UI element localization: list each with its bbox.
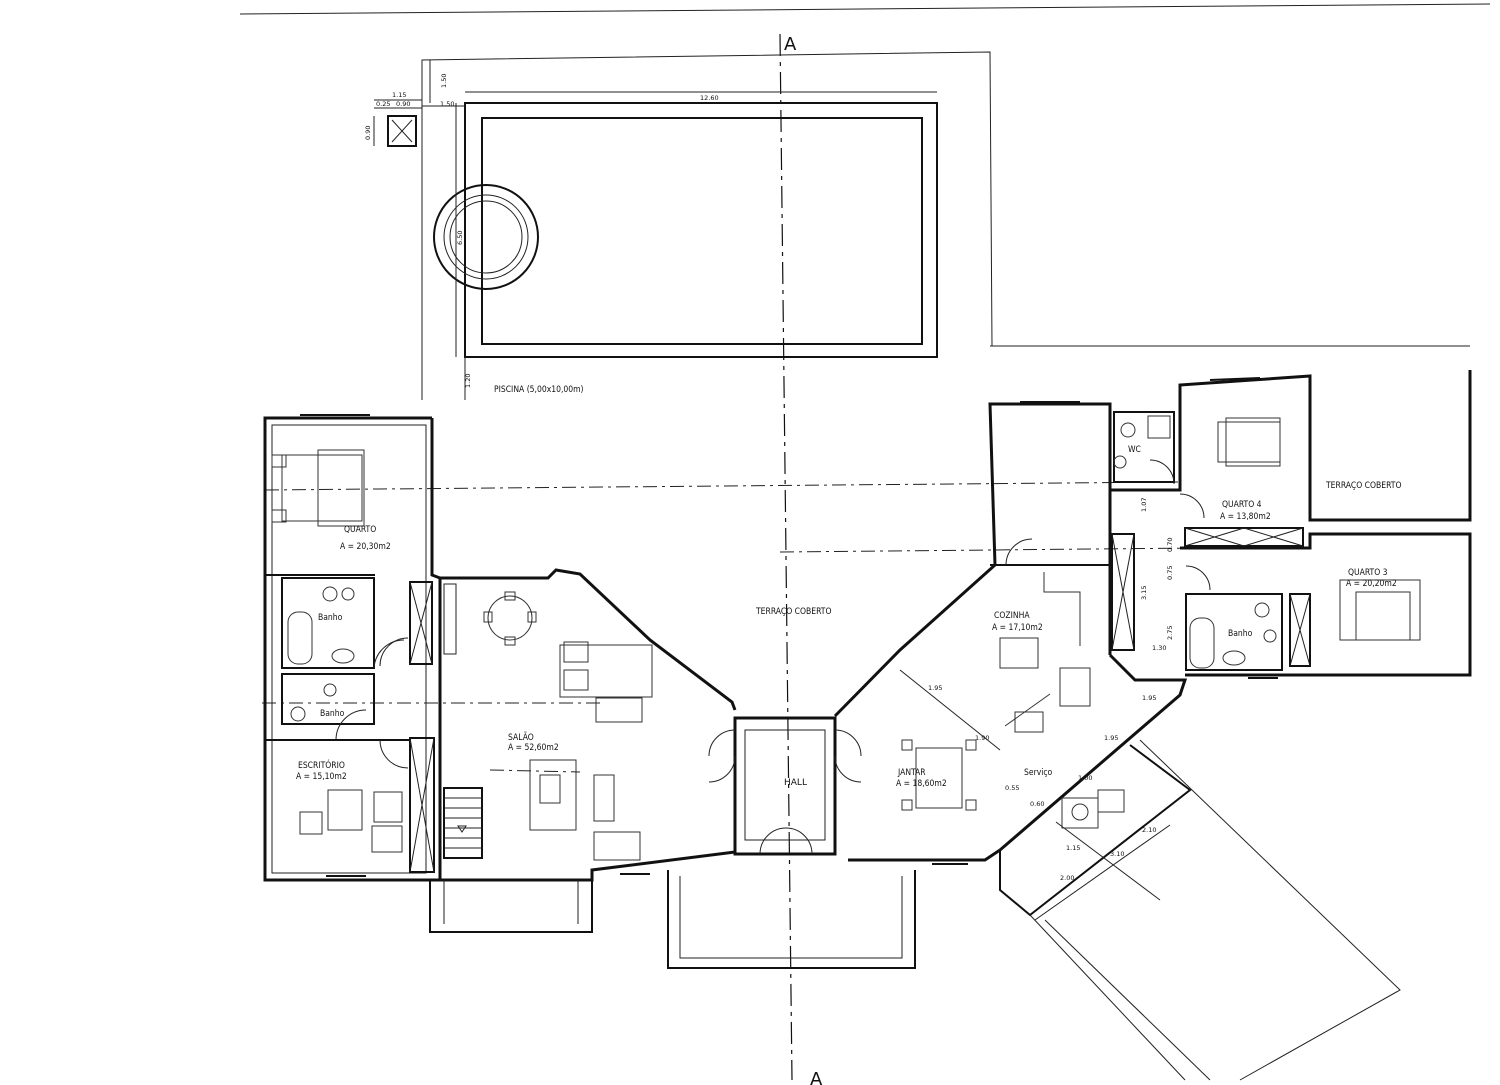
dim-corridor-c: 1.30 xyxy=(1152,644,1166,652)
grid-line xyxy=(779,547,1201,553)
east-bedrooms: WC QUARTO 4 A = 13,80m2 TERRAÇO COBERTO … xyxy=(1108,370,1472,677)
label-jantar: JANTAR xyxy=(897,768,926,778)
label-hall: HALL xyxy=(784,778,807,788)
dim-corridor-f: 1.07 xyxy=(1140,498,1148,512)
label-salao-area: A = 52,60m2 xyxy=(508,743,559,753)
section-axis: A A xyxy=(779,33,823,1085)
section-marker-bottom: A xyxy=(810,1069,823,1085)
label-quarto3-area: A = 20,20m2 xyxy=(1346,579,1397,589)
dim-shower-c: 0.90 xyxy=(364,126,372,140)
label-quarto4-area: A = 13,80m2 xyxy=(1220,512,1271,522)
dim-service-e: 3.10 xyxy=(1110,850,1124,858)
label-jantar-area: A = 18,60m2 xyxy=(896,779,947,789)
label-banho-2: Banho xyxy=(320,709,345,719)
label-escritorio: ESCRITÓRIO xyxy=(298,759,345,771)
dim-corridor-b: 2.75 xyxy=(1166,626,1174,640)
dim-service-d: 2.10 xyxy=(1142,826,1156,834)
dim-service-h: 0.55 xyxy=(1005,784,1019,792)
dim-service-b: 1.95 xyxy=(1104,734,1118,742)
dim-shower-b: 0.90 xyxy=(396,100,410,108)
pool: 12.60 1.50 6.50 1.50 1.20 PISCINA (5,00x… xyxy=(421,51,1470,400)
dim-pool-width: 6.50 xyxy=(456,231,464,245)
dim-shower-total: 1.15 xyxy=(392,91,406,99)
label-cozinha: COZINHA xyxy=(994,611,1030,621)
label-servico: Serviço xyxy=(1024,768,1053,778)
left-wing: QUARTO A = 20,30m2 Banho Banho ESCRITÓRI… xyxy=(263,416,442,882)
label-wc: WC xyxy=(1128,445,1141,455)
label-terraco-central: TERRAÇO COBERTO xyxy=(755,607,831,617)
dim-service-i: 0.60 xyxy=(1030,800,1044,808)
dim-service-f: 2.00 xyxy=(1060,874,1074,882)
dim-corridor-a: 3.15 xyxy=(1140,586,1148,600)
dim-pool-length: 12.60 xyxy=(700,94,719,102)
label-banho-1: Banho xyxy=(318,613,343,623)
dim-service-a: 1.95 xyxy=(1142,694,1156,702)
window-marks xyxy=(300,377,1278,875)
label-quarto: QUARTO xyxy=(344,525,376,535)
grid-line xyxy=(264,481,1181,491)
label-terraco-direita: TERRAÇO COBERTO xyxy=(1325,481,1401,491)
dim-service-g: 1.15 xyxy=(1066,844,1080,852)
dim-pool-offset: 1.50 xyxy=(440,100,454,108)
dim-kitchen-b: 1.90 xyxy=(975,734,989,742)
outdoor-shower: 1.15 0.25 0.90 0.90 xyxy=(364,91,422,147)
dim-kitchen-diag: 1.95 xyxy=(928,684,942,692)
label-cozinha-area: A = 17,10m2 xyxy=(992,623,1043,633)
dim-service-c: 1.00 xyxy=(1078,774,1092,782)
label-quarto-area: A = 20,30m2 xyxy=(340,542,391,552)
hall: HALL xyxy=(667,716,916,969)
dim-pool-bottom: 1.20 xyxy=(464,374,472,388)
label-quarto3: QUARTO 3 xyxy=(1348,568,1388,578)
label-banho-3: Banho xyxy=(1228,629,1253,639)
sheet-edge xyxy=(239,3,1491,15)
label-quarto4: QUARTO 4 xyxy=(1222,500,1262,510)
dim-corridor-d: 0.75 xyxy=(1166,566,1174,580)
dim-corridor-e: 0.70 xyxy=(1166,538,1174,552)
dim-pool-top: 1.50 xyxy=(440,74,448,88)
label-escritorio-area: A = 15,10m2 xyxy=(296,772,347,782)
label-salao: SALÃO xyxy=(508,732,534,743)
label-piscina: PISCINA (5,00x10,00m) xyxy=(494,385,584,395)
section-marker-top: A xyxy=(784,34,797,55)
salao: SALÃO A = 52,60m2 xyxy=(429,568,737,933)
dim-shower-a: 0.25 xyxy=(376,100,390,108)
service-wing: Serviço 1.95 1.95 1.00 2.10 3.10 2.00 1.… xyxy=(999,653,1401,1081)
